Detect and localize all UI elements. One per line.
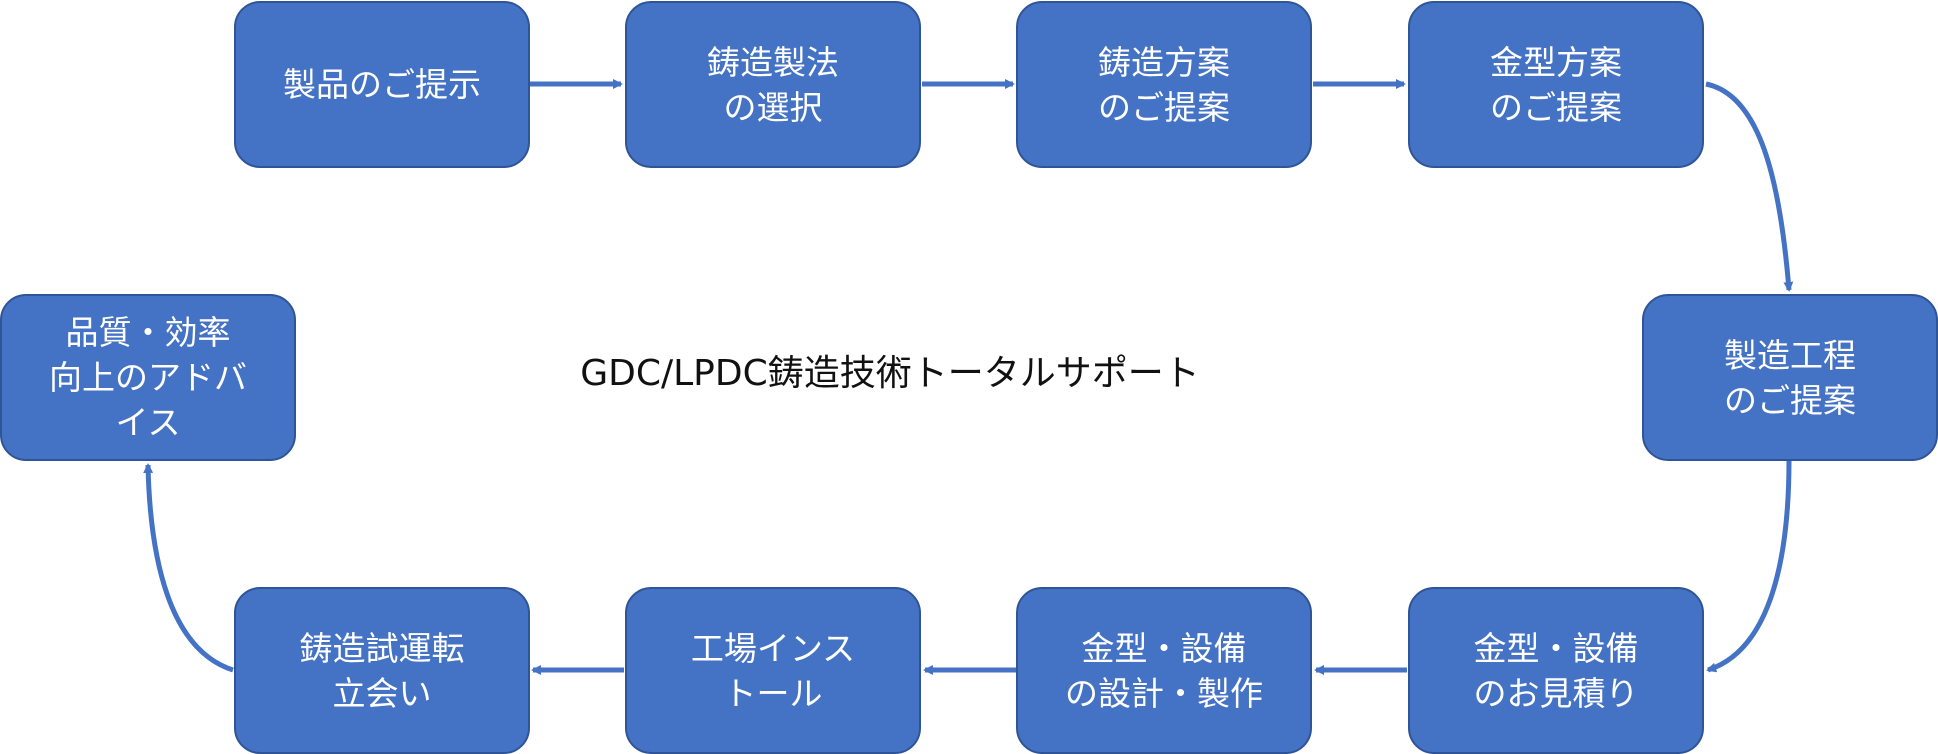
step-casting-method-selection: 鋳造製法 の選択 [625,1,921,168]
arrow-s5-s6 [1706,459,1792,673]
step-casting-plan-proposal: 鋳造方案 のご提案 [1016,1,1312,168]
arrow-s9-s10 [143,463,234,673]
step-manufacturing-process-proposal: 製造工程 のご提案 [1642,294,1938,461]
step-quality-efficiency-advice: 品質・効率 向上のアドバ イス [0,294,296,461]
step-factory-installation: 工場インス トール [625,587,921,754]
diagram-title: GDC/LPDC鋳造技術トータルサポート [580,353,1200,394]
step-mold-equipment-estimate: 金型・設備 のお見積り [1408,587,1704,754]
step-product-presentation: 製品のご提示 [234,1,530,168]
step-mold-equipment-design-build: 金型・設備 の設計・製作 [1016,587,1312,754]
step-mold-plan-proposal: 金型方案 のご提案 [1408,1,1704,168]
arrow-s4-s5 [1705,81,1794,292]
step-trial-run-attendance: 鋳造試運転 立会い [234,587,530,754]
